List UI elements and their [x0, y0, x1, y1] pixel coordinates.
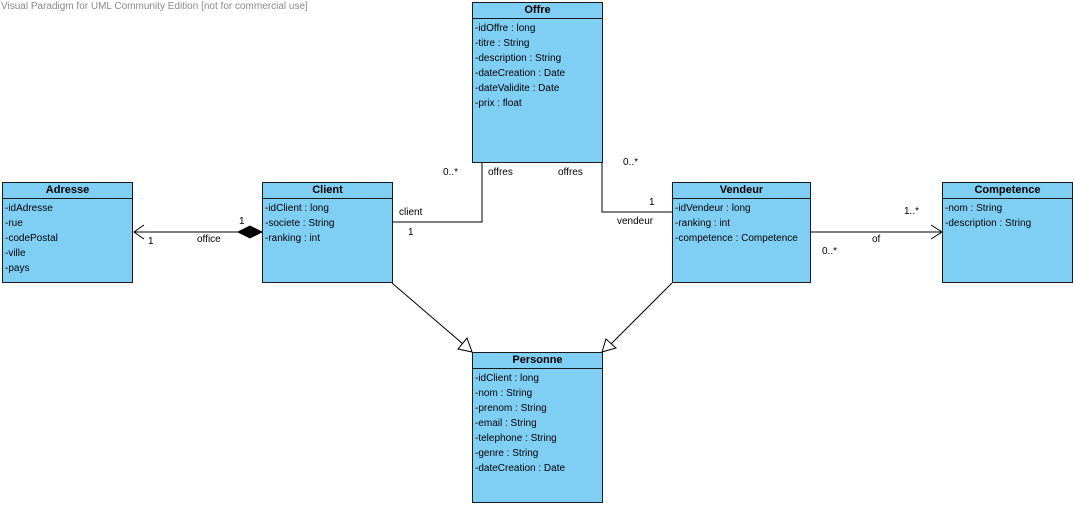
attribute-list: -idAdresse -rue -codePostal -ville -pays	[3, 199, 132, 276]
attribute: -idOffre : long	[475, 23, 536, 34]
attribute: -prenom : String	[475, 403, 547, 414]
role-label: office	[197, 234, 221, 245]
attribute: -genre : String	[475, 448, 539, 459]
association-client-offre	[392, 162, 483, 223]
attribute: -rue	[5, 218, 23, 229]
attribute: -competence : Competence	[675, 233, 798, 244]
class-personne[interactable]: Personne -idClient : long -nom : String …	[472, 352, 603, 503]
attribute: -prix : float	[475, 98, 522, 109]
attribute: -description : String	[945, 218, 1032, 229]
attribute-list: -idVendeur : long -ranking : int -compet…	[673, 199, 810, 246]
attribute: -nom : String	[945, 203, 1003, 214]
multiplicity-label: 1	[649, 197, 655, 208]
multiplicity-label: 1	[148, 236, 154, 247]
attribute: -societe : String	[265, 218, 335, 229]
multiplicity-label: 0..*	[822, 246, 838, 257]
generalization-triangle-client	[457, 336, 473, 353]
attribute: -idVendeur : long	[675, 203, 751, 214]
class-adresse[interactable]: Adresse -idAdresse -rue -codePostal -vil…	[2, 182, 133, 283]
navigability-arrow-adresse	[133, 224, 145, 240]
attribute: -dateCreation : Date	[475, 68, 566, 79]
multiplicity-label: 0..*	[623, 157, 639, 168]
class-name: Client	[263, 183, 392, 199]
attribute: -nom : String	[475, 388, 533, 399]
association-vendeur-offre	[601, 162, 672, 213]
attribute: -dateCreation : Date	[475, 463, 566, 474]
class-competence[interactable]: Competence -nom : String -description : …	[942, 182, 1073, 283]
watermark-text: Visual Paradigm for UML Community Editio…	[1, 1, 308, 12]
attribute: -pays	[5, 263, 30, 274]
attribute: -description : String	[475, 53, 562, 64]
role-label: client	[399, 207, 423, 218]
generalization-triangle-vendeur	[601, 338, 618, 353]
multiplicity-label: 0..*	[443, 167, 459, 178]
attribute: -dateValidite : Date	[475, 83, 560, 94]
role-label: offres	[558, 167, 583, 178]
attribute: -idClient : long	[475, 373, 539, 384]
attribute-list: -idClient : long -societe : String -rank…	[263, 199, 392, 246]
attribute-list: -idOffre : long -titre : String -descrip…	[473, 19, 602, 111]
class-offre[interactable]: Offre -idOffre : long -titre : String -d…	[472, 2, 603, 163]
attribute: -idAdresse	[5, 203, 53, 214]
attribute: -ranking : int	[265, 233, 321, 244]
attribute-list: -idClient : long -nom : String -prenom :…	[473, 369, 602, 476]
attribute: -telephone : String	[475, 433, 557, 444]
multiplicity-label: 1	[408, 227, 414, 238]
attribute: -titre : String	[475, 38, 530, 49]
generalization-vendeur-personne	[610, 282, 673, 345]
class-name: Personne	[473, 353, 602, 369]
class-name: Adresse	[3, 183, 132, 199]
multiplicity-label: 1..*	[904, 206, 920, 217]
attribute: -ranking : int	[675, 218, 731, 229]
attribute: -idClient : long	[265, 203, 329, 214]
multiplicity-label: 1	[239, 216, 245, 227]
class-name: Competence	[943, 183, 1072, 199]
attribute-list: -nom : String -description : String	[943, 199, 1072, 231]
generalization-client-personne	[391, 282, 464, 345]
role-label: offres	[488, 167, 513, 178]
attribute: -ville	[5, 248, 26, 259]
attribute: -email : String	[475, 418, 537, 429]
role-label: of	[872, 234, 881, 245]
class-vendeur[interactable]: Vendeur -idVendeur : long -ranking : int…	[672, 182, 811, 283]
class-name: Offre	[473, 3, 602, 19]
class-client[interactable]: Client -idClient : long -societe : Strin…	[262, 182, 393, 283]
class-name: Vendeur	[673, 183, 810, 199]
attribute: -codePostal	[5, 233, 58, 244]
role-label: vendeur	[617, 216, 654, 227]
